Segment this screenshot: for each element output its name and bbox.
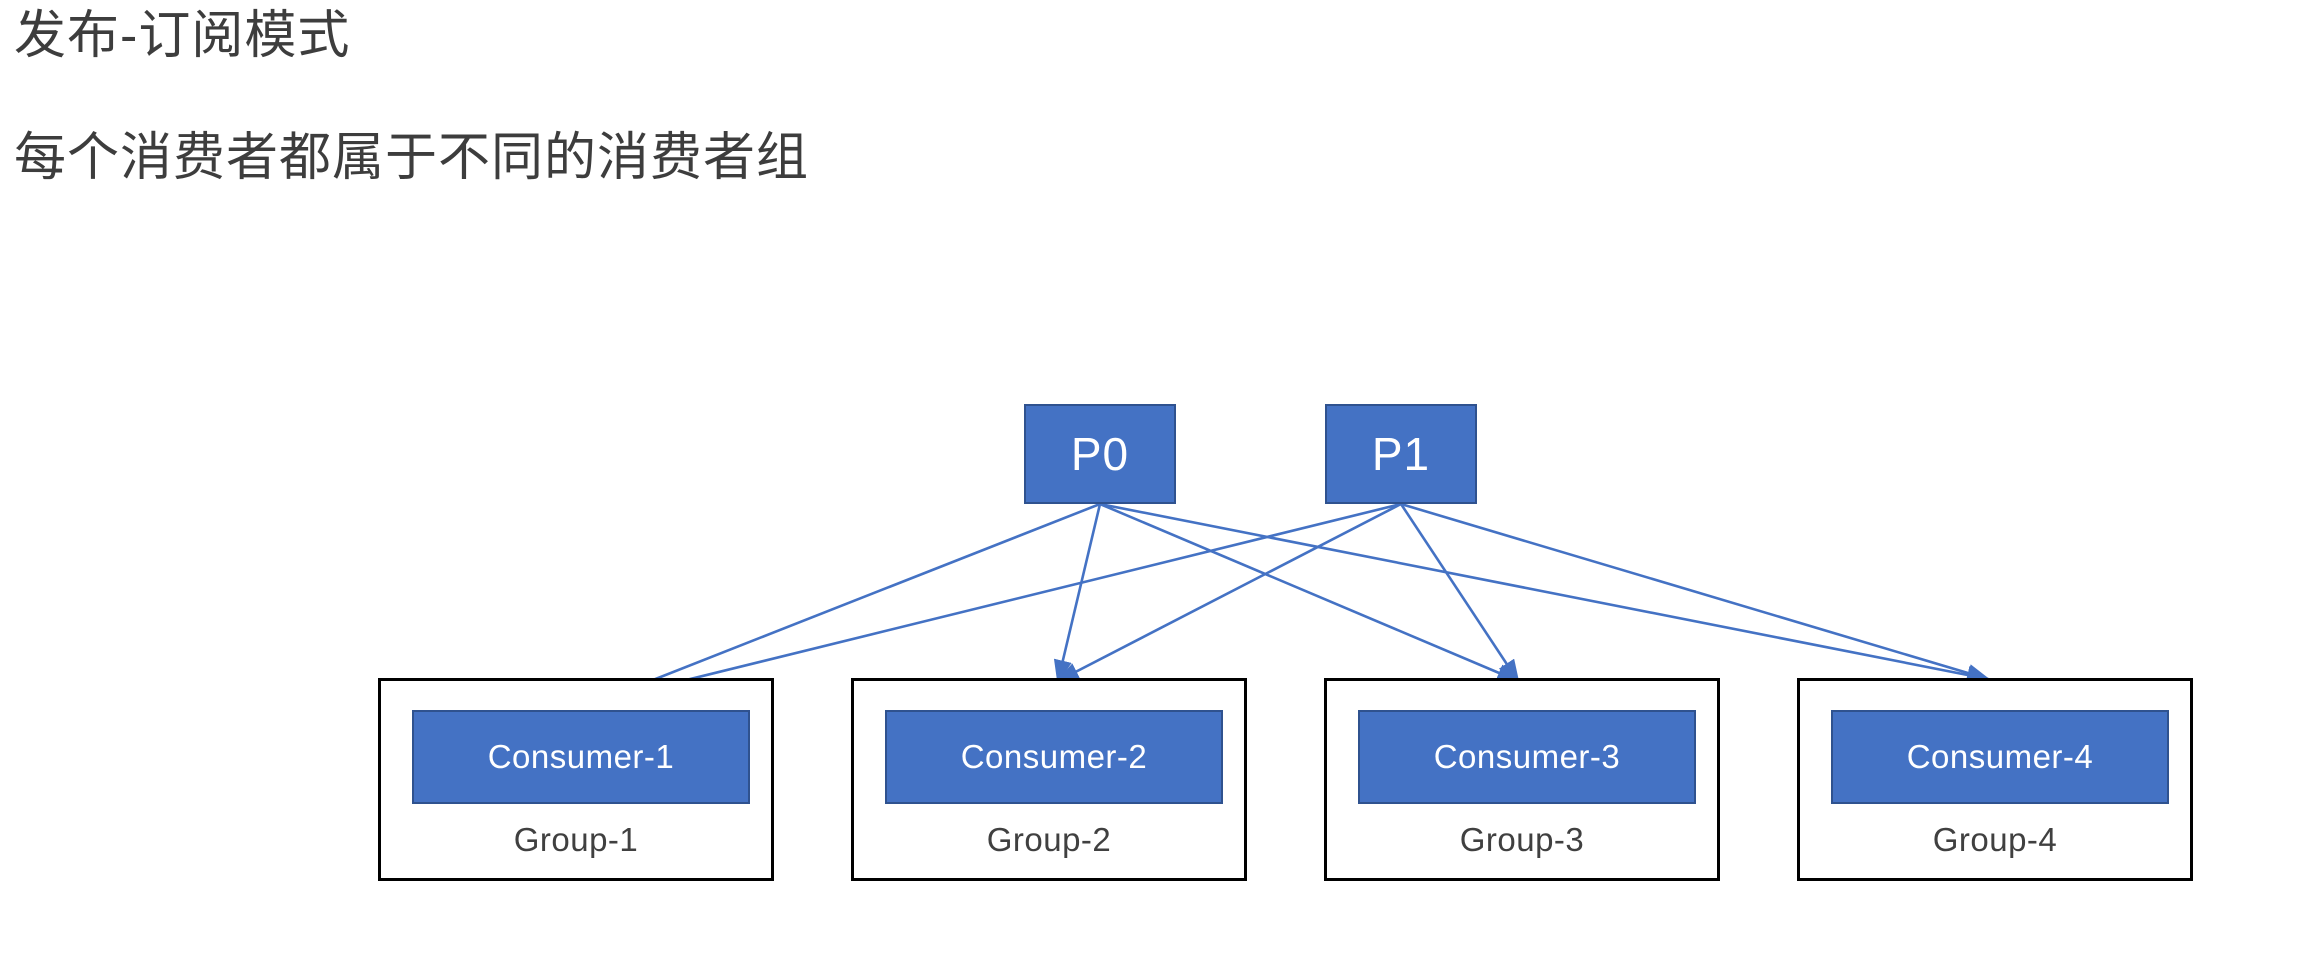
page-title: 发布-订阅模式 [14, 7, 351, 65]
consumer-box-4[interactable]: Consumer-4 [1831, 710, 2169, 804]
consumer-label: Consumer-2 [960, 738, 1148, 775]
connector-p1-to-group-1 [594, 502, 1402, 706]
group-label-2: Group-2 [986, 821, 1112, 858]
connector-p0-to-group-1 [594, 502, 1101, 704]
consumer-label: Consumer-4 [1906, 738, 2094, 775]
consumer-box-2[interactable]: Consumer-2 [885, 710, 1223, 804]
connector-p1-to-group-2 [1055, 502, 1402, 683]
producer-label: P1 [1371, 428, 1431, 480]
connector-p0-to-group-3 [1099, 502, 1521, 683]
consumer-label: Consumer-1 [487, 738, 675, 775]
consumer-label: Consumer-3 [1433, 738, 1621, 775]
consumer-box-1[interactable]: Consumer-1 [412, 710, 750, 804]
producer-label: P0 [1070, 428, 1130, 480]
page-subtitle: 每个消费者都属于不同的消费者组 [14, 129, 810, 187]
group-label-3: Group-3 [1459, 821, 1585, 858]
connector-lines [594, 502, 1991, 706]
producer-box-p0[interactable]: P0 [1024, 404, 1176, 504]
connector-p1-to-group-4 [1400, 502, 1991, 682]
group-label-1: Group-1 [513, 821, 639, 858]
producer-box-p1[interactable]: P1 [1325, 404, 1477, 504]
connector-p1-to-group-3 [1399, 503, 1520, 684]
connector-p0-to-group-4 [1099, 502, 1991, 684]
group-label-4: Group-4 [1932, 821, 2058, 858]
connector-p0-to-group-2 [1053, 503, 1102, 684]
consumer-box-3[interactable]: Consumer-3 [1358, 710, 1696, 804]
